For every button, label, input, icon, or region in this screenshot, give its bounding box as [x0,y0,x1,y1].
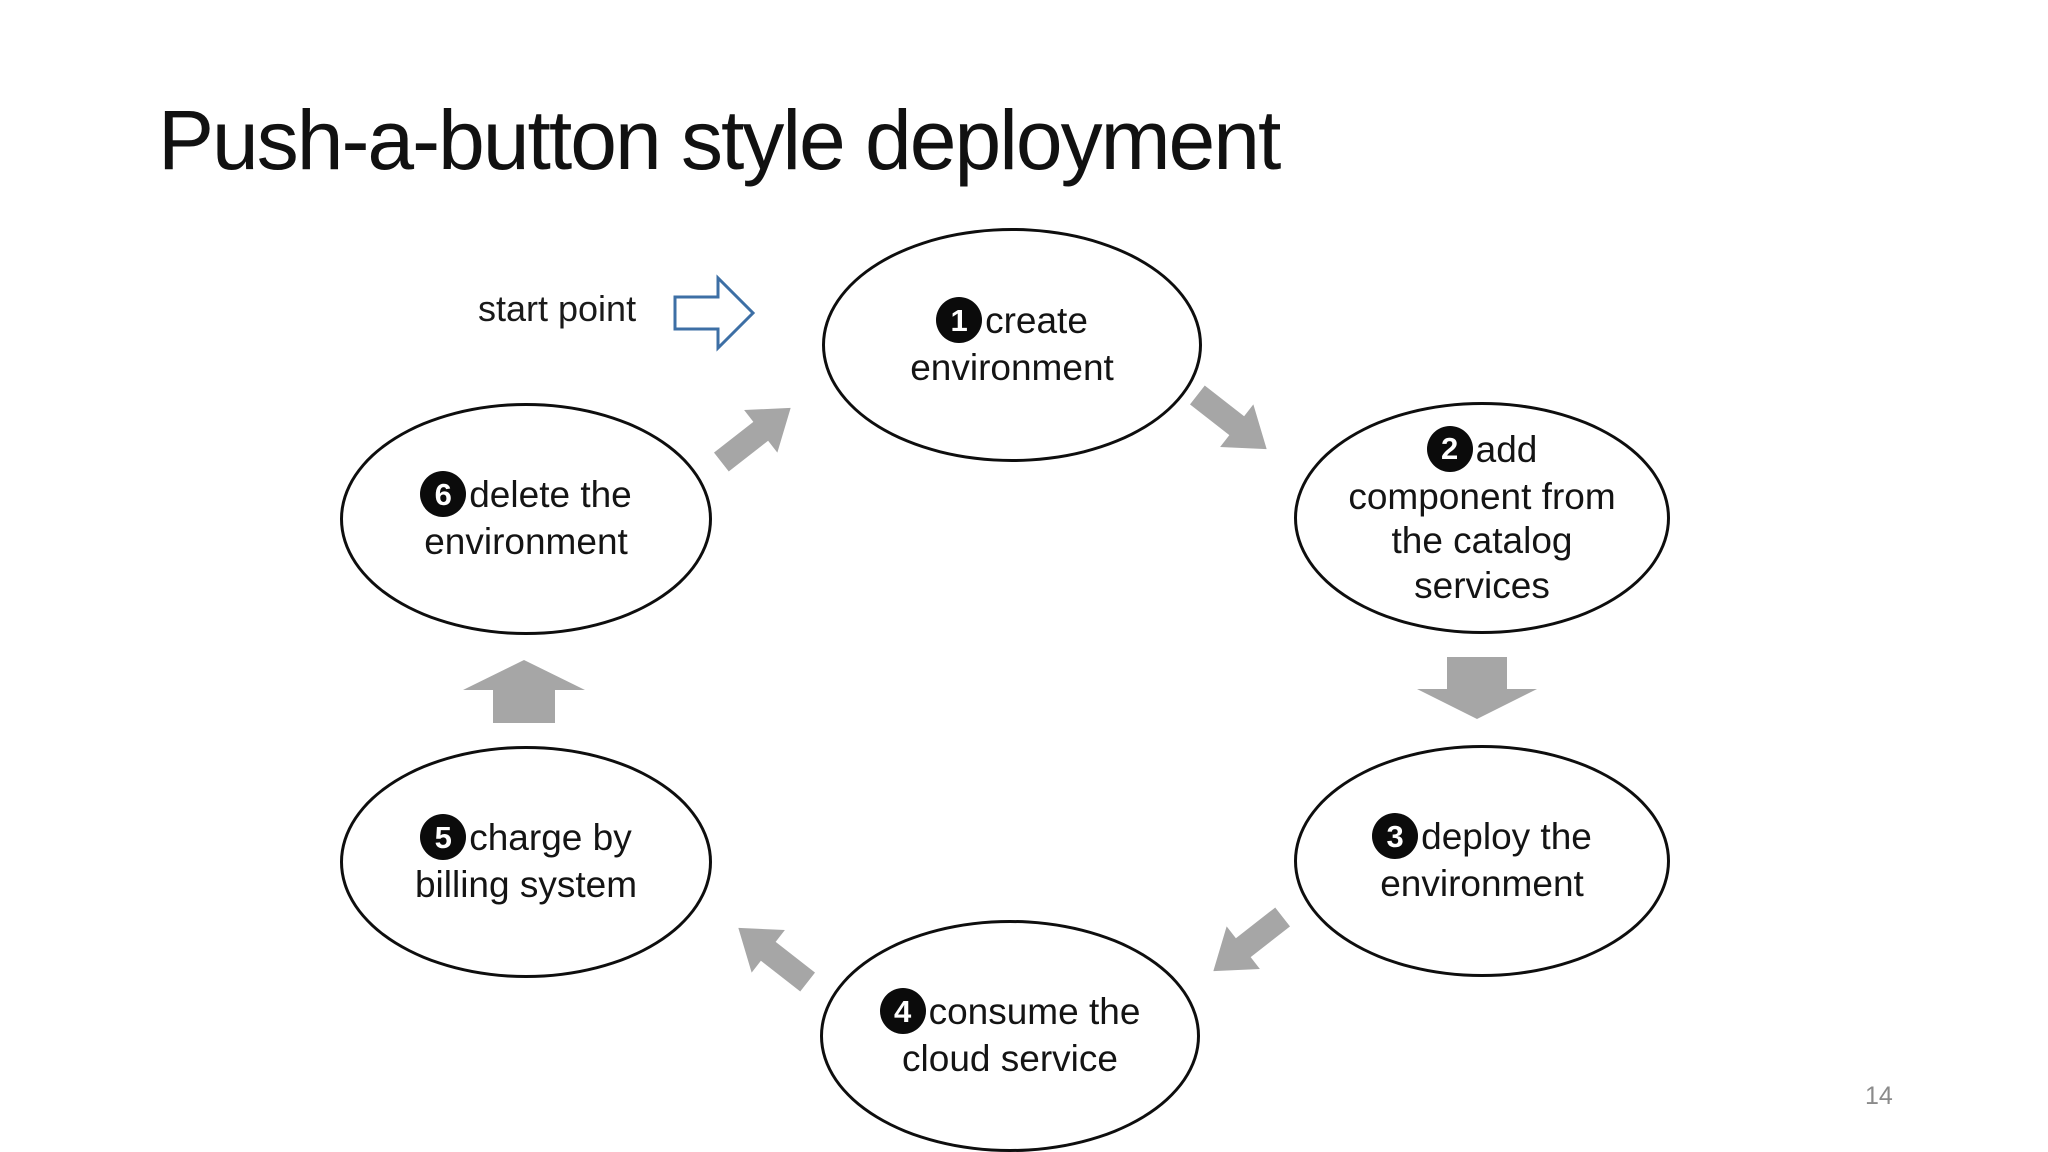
arrow-step6-to-step1-icon [713,407,791,472]
step-2-label: add component from the catalog services [1348,428,1616,606]
arrow-step4-to-step5-icon [738,927,816,992]
start-arrow-shape [673,274,756,352]
arrow-shape [738,927,816,992]
step-2-number-badge: 2 [1426,426,1473,473]
step-5-number-badge: 5 [420,814,467,861]
arrow-step1-to-step2-icon [1189,385,1267,450]
step-4-number-badge: 4 [879,988,926,1035]
arrow-shape [1189,385,1267,450]
step-4-label: consume the cloud service [902,991,1141,1080]
step-1-label: create environment [910,300,1114,389]
arrow-step2-to-step3-icon [1417,657,1537,719]
step-6-number-badge: 6 [420,471,467,518]
arrow-step5-to-step6-icon [463,660,585,723]
arrow-shape [713,407,791,472]
start-point-label: start point [478,288,637,329]
arrow-step3-to-step4-icon [1213,907,1291,972]
page-number: 14 [1865,1082,1893,1110]
step-5-label: charge by billing system [414,817,638,906]
arrow-shape [1417,657,1537,719]
start-point-arrow-icon [673,274,756,352]
step-6-label: delete the environment [424,474,632,563]
step-3-label: deploy the environment [1380,816,1592,905]
step-1-number-badge: 1 [936,297,983,344]
step-3-number-badge: 3 [1372,813,1419,860]
slide-title: Push-a-button style deployment [158,93,1281,187]
arrow-shape [1213,907,1291,972]
arrow-shape [463,660,585,723]
